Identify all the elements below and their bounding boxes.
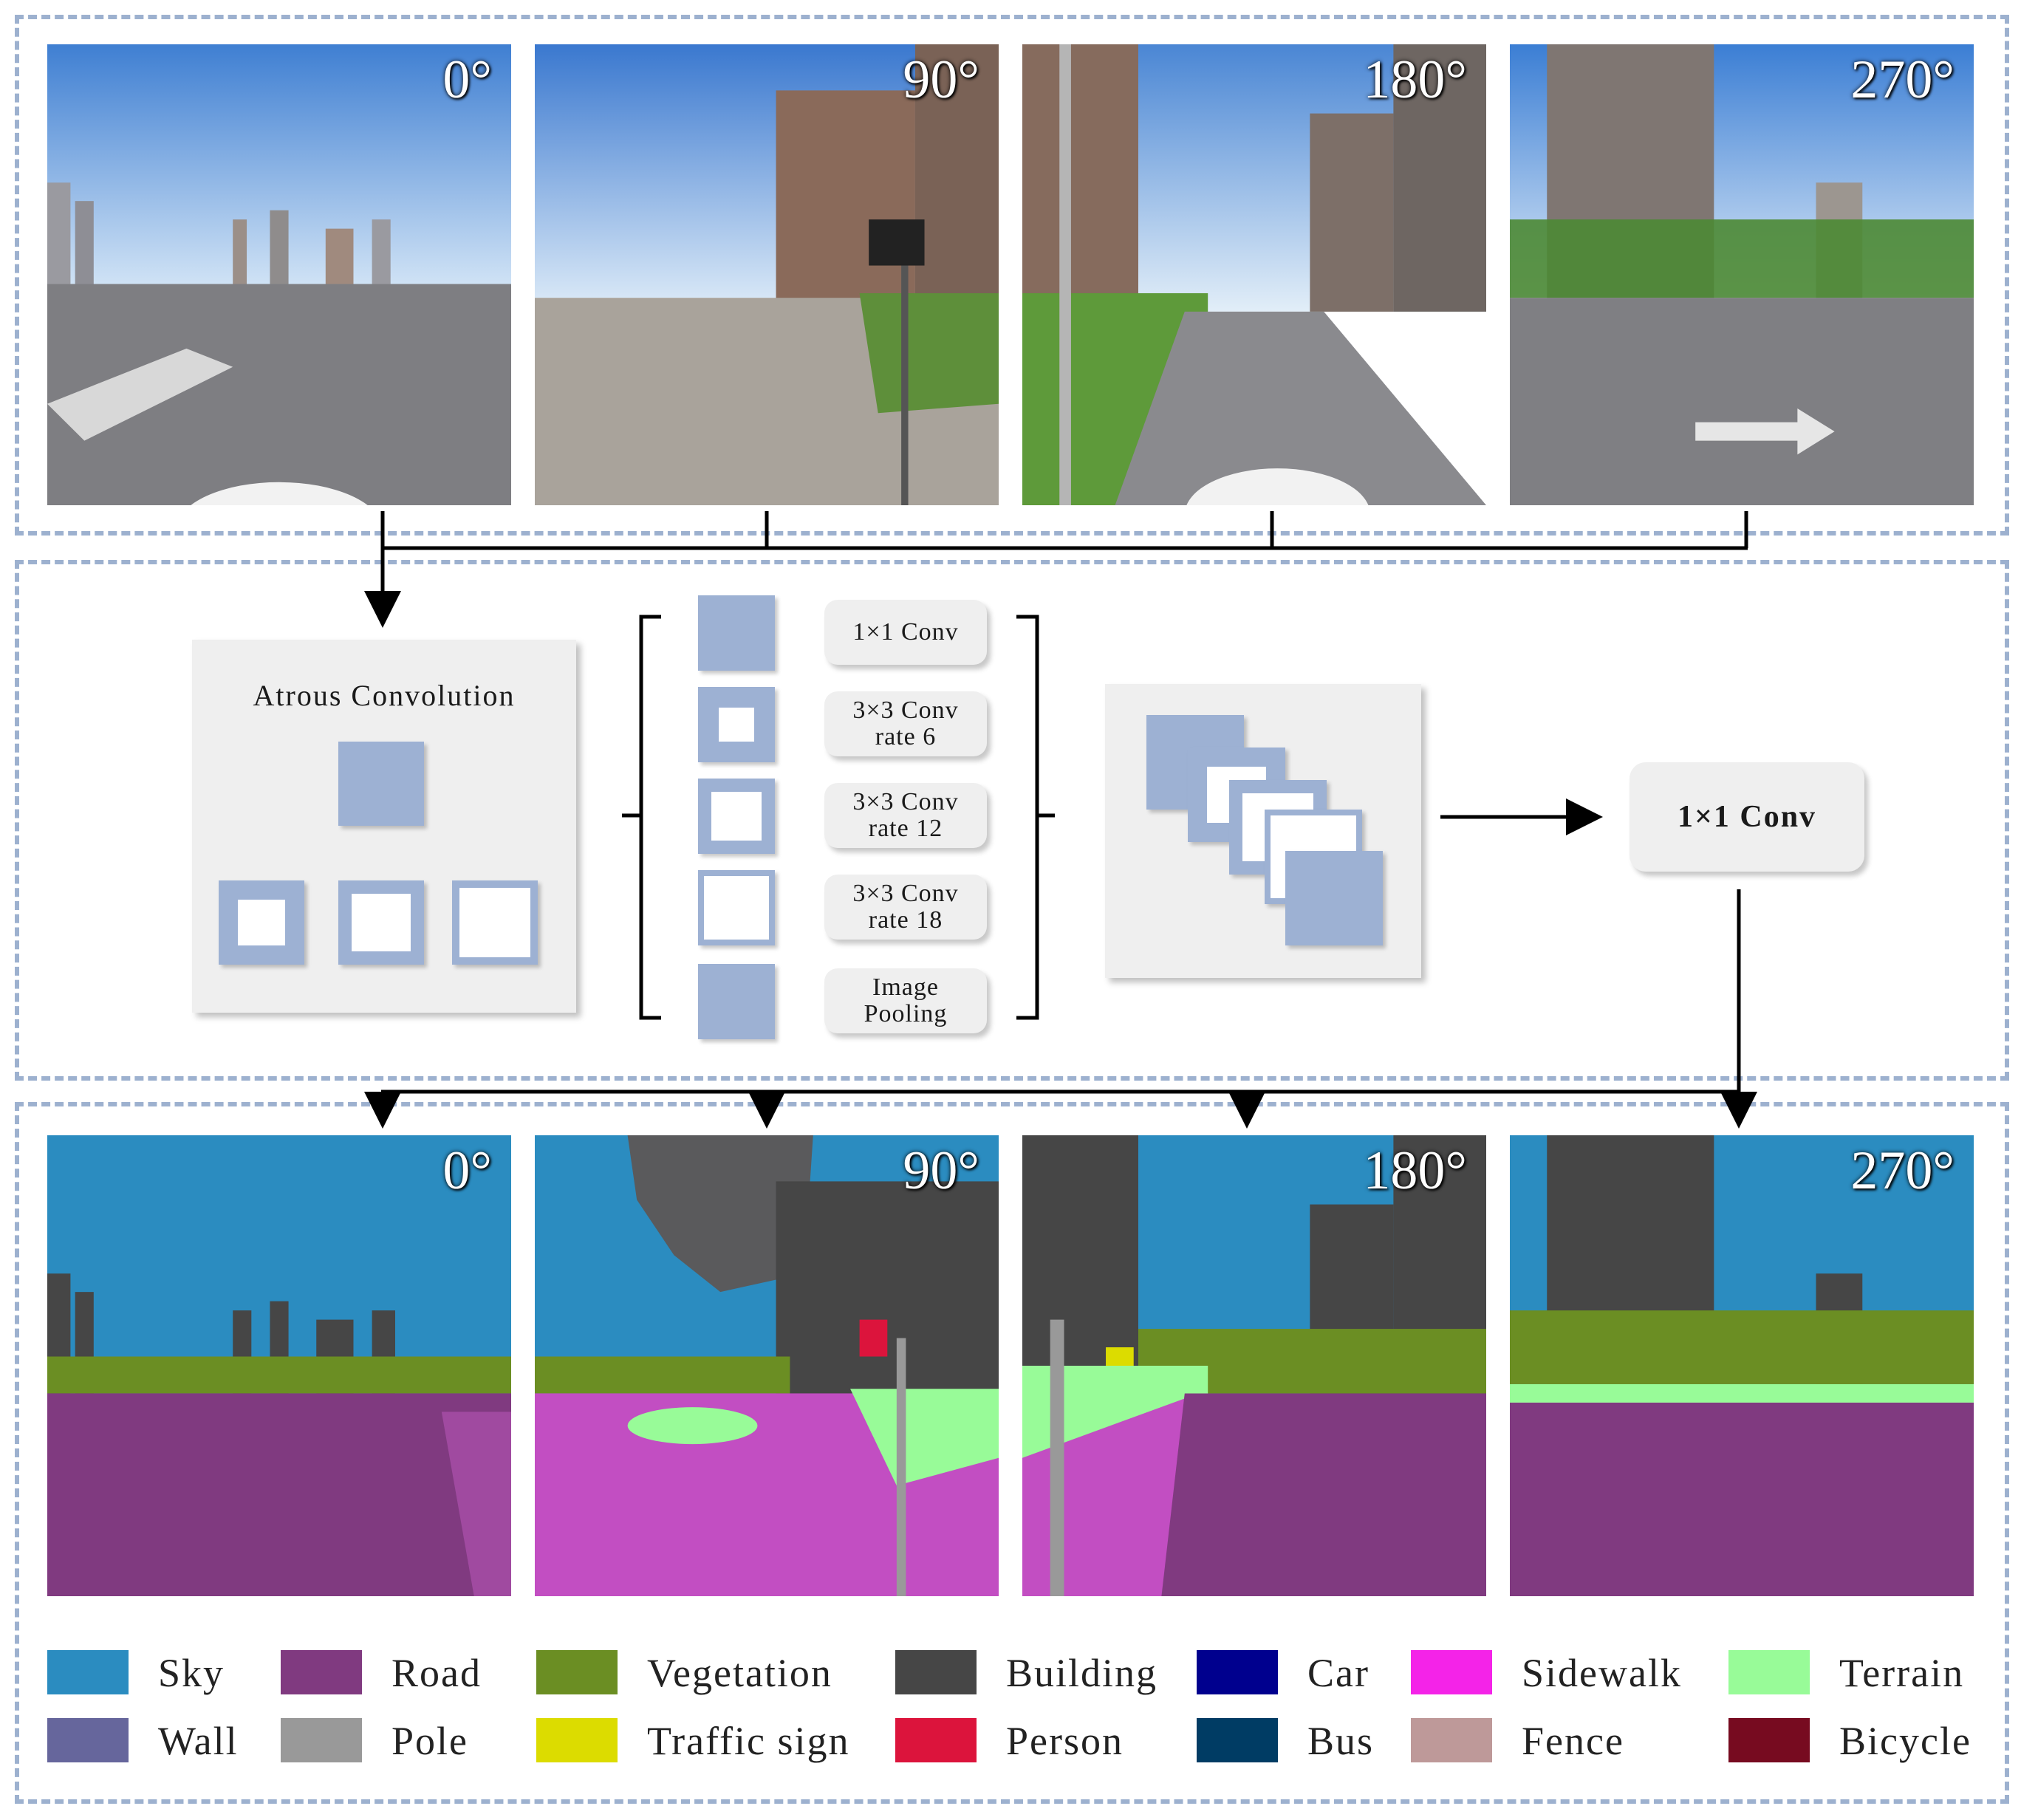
input-photo-270: 270° bbox=[1510, 44, 1974, 505]
legend-swatch bbox=[895, 1650, 977, 1694]
aspp-kernel-rate18 bbox=[698, 870, 775, 945]
atrous-title: Atrous Convolution bbox=[253, 679, 516, 712]
legend-swatch bbox=[1411, 1718, 1492, 1762]
aspp-kernel-1x1 bbox=[698, 595, 775, 671]
angle-label: 90° bbox=[903, 49, 979, 110]
legend-swatch bbox=[1197, 1718, 1278, 1762]
legend-swatch bbox=[281, 1650, 362, 1694]
angle-label: 0° bbox=[442, 49, 492, 110]
atrous-kernel-medium bbox=[338, 880, 424, 965]
seg-map-90: 90° bbox=[535, 1135, 999, 1596]
legend-swatch bbox=[536, 1650, 618, 1694]
atrous-kernel-small bbox=[219, 880, 304, 965]
output-panel bbox=[15, 1102, 2009, 1804]
input-photo-180: 180° bbox=[1022, 44, 1486, 505]
feature-map bbox=[1285, 851, 1383, 945]
angle-label: 90° bbox=[903, 1140, 979, 1201]
seg-map-270: 270° bbox=[1510, 1135, 1974, 1596]
model-panel bbox=[15, 560, 2009, 1081]
aspp-kernel-rate12 bbox=[698, 779, 775, 854]
atrous-parent-kernel bbox=[338, 742, 424, 826]
atrous-kernel-large bbox=[452, 880, 538, 965]
angle-label: 180° bbox=[1363, 1140, 1467, 1201]
legend-swatch bbox=[895, 1718, 977, 1762]
legend-swatch bbox=[1728, 1718, 1810, 1762]
legend-row-1: Sky Road Vegetation Building Car Sidewal… bbox=[47, 1647, 1990, 1699]
legend-swatch bbox=[1728, 1650, 1810, 1694]
angle-label: 180° bbox=[1363, 49, 1467, 110]
input-photo-0: 0° bbox=[47, 44, 511, 505]
angle-label: 0° bbox=[442, 1140, 492, 1201]
final-1x1-conv: 1×1 Conv bbox=[1630, 762, 1864, 872]
angle-label: 270° bbox=[1850, 1140, 1955, 1201]
seg-map-0: 0° bbox=[47, 1135, 511, 1596]
aspp-label-1x1-conv: 1×1 Conv bbox=[824, 600, 987, 665]
legend-swatch bbox=[1411, 1650, 1492, 1694]
aspp-kernel-rate6 bbox=[698, 687, 775, 762]
legend-swatch bbox=[47, 1650, 129, 1694]
legend-swatch bbox=[536, 1718, 618, 1762]
input-panel bbox=[15, 15, 2009, 536]
legend-row-2: Wall Pole Traffic sign Person Bus Fence … bbox=[47, 1715, 1990, 1767]
aspp-kernel-image-pooling bbox=[698, 964, 775, 1039]
input-photo-90: 90° bbox=[535, 44, 999, 505]
legend-swatch bbox=[47, 1718, 129, 1762]
seg-map-180: 180° bbox=[1022, 1135, 1486, 1596]
concatenation-block bbox=[1105, 684, 1421, 978]
legend-swatch bbox=[281, 1718, 362, 1762]
atrous-convolution-block: Atrous Convolution bbox=[192, 640, 576, 1013]
legend-swatch bbox=[1197, 1650, 1278, 1694]
angle-label: 270° bbox=[1850, 49, 1955, 110]
